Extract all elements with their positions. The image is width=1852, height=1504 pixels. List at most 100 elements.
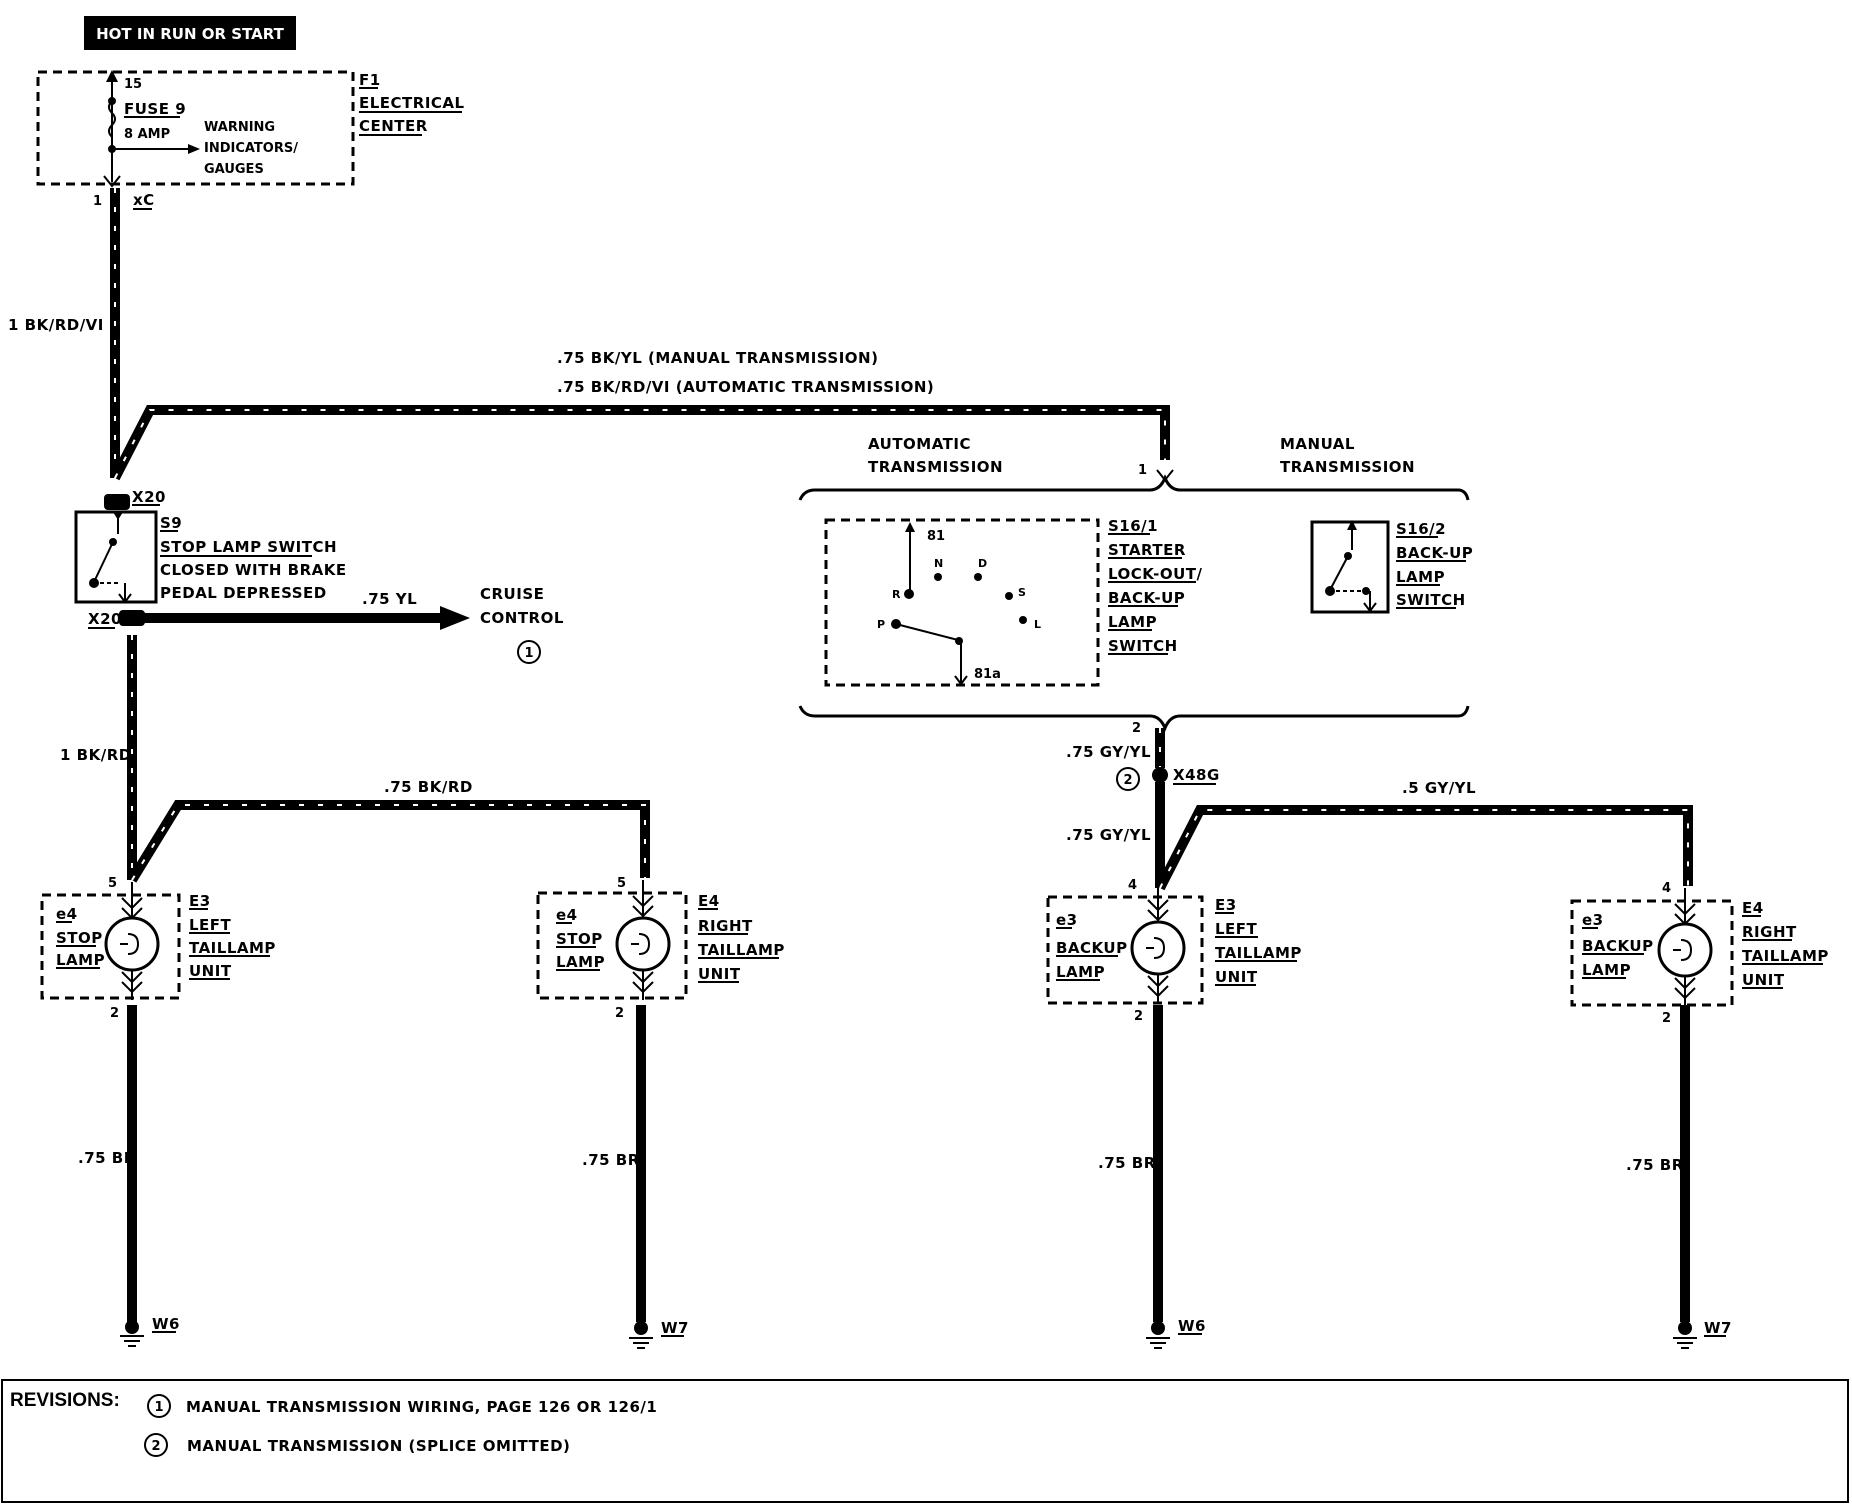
s161-id: S16/1 <box>1108 517 1158 535</box>
position-s: S <box>1018 586 1026 599</box>
s162-id: S16/2 <box>1396 520 1446 538</box>
wire-segments <box>110 188 1693 1322</box>
ground-symbol-4 <box>1673 1321 1697 1349</box>
s161-selector <box>891 522 1027 686</box>
cruise-line2: CONTROL <box>480 609 564 627</box>
lamp-1-bulb-line2: LAMP <box>556 953 605 971</box>
auto-trans-line1: AUTOMATIC <box>868 435 971 453</box>
warning-text-3: GAUGES <box>204 162 264 177</box>
wire-backup-upper-label: .75 GY/YL <box>1066 743 1151 761</box>
s161-line5: SWITCH <box>1108 637 1178 655</box>
connector-x20-bottom-label: X20 <box>88 610 122 628</box>
lamp-1-unit-line1: RIGHT <box>698 917 753 935</box>
revisions-title: REVISIONS: <box>10 1390 120 1411</box>
power-label: HOT IN RUN OR START <box>96 25 285 43</box>
ground-symbol-2 <box>629 1321 653 1349</box>
wire-manual-feed-label: .75 BK/YL (MANUAL TRANSMISSION) <box>557 349 878 367</box>
lamp-2-unit-line1: LEFT <box>1215 920 1258 938</box>
wire-backup-branch-label: .5 GY/YL <box>1402 779 1476 797</box>
revision-1-text: MANUAL TRANSMISSION WIRING, PAGE 126 OR … <box>186 1398 657 1416</box>
fuse-name: FUSE 9 <box>124 100 186 118</box>
lamp-1-pin-out: 2 <box>615 1006 624 1021</box>
connector-x20-top-label: X20 <box>132 488 166 506</box>
lamp-0-bulb-id: e4 <box>56 905 78 923</box>
wire-feed-label: 1 BK/RD/VI <box>8 316 104 334</box>
ground-1-id: W6 <box>152 1315 180 1333</box>
lamp-3-bulb-line1: BACKUP <box>1582 937 1654 955</box>
position-p: P <box>877 618 885 631</box>
s161-line1: STARTER <box>1108 541 1186 559</box>
wire-ground-4-label: .75 BR <box>1626 1156 1684 1174</box>
wire-backup-lower-label: .75 GY/YL <box>1066 826 1151 844</box>
s9-line3: PEDAL DEPRESSED <box>160 584 327 602</box>
manual-trans-line1: MANUAL <box>1280 435 1355 453</box>
s9-line1: STOP LAMP SWITCH <box>160 538 337 556</box>
lamp-1-bulb-id: e4 <box>556 906 578 924</box>
fuse-pin-1: 1 <box>93 194 102 209</box>
wire-ground-3-label: .75 BR <box>1098 1154 1156 1172</box>
ground-symbol-1 <box>120 1320 144 1347</box>
f1-line2: CENTER <box>359 117 428 135</box>
lamp-2-unit-line3: UNIT <box>1215 968 1258 986</box>
lamp-3-unit-line1: RIGHT <box>1742 923 1797 941</box>
s9-id: S9 <box>160 514 182 532</box>
lamp-1-bulb-line1: STOP <box>556 930 603 948</box>
revision-1-number: 1 <box>154 1400 163 1415</box>
trans-pin-in: 1 <box>1138 463 1147 478</box>
lamp-2-bulb-line2: LAMP <box>1056 963 1105 981</box>
s161-terminal-top: 81 <box>927 529 945 544</box>
cruise-line1: CRUISE <box>480 585 544 603</box>
ground-2-id: W7 <box>661 1319 689 1337</box>
position-n: N <box>934 557 943 570</box>
splice-revision-number: 2 <box>1123 773 1132 788</box>
lamp-unit-right-stop <box>536 880 688 1000</box>
lamp-3-pin-out: 2 <box>1662 1011 1671 1026</box>
s162-contacts <box>1325 520 1377 613</box>
lamp-0-bulb-line1: STOP <box>56 929 103 947</box>
lamp-2-unit-line2: TAILLAMP <box>1215 944 1302 962</box>
s161-outline <box>824 518 1100 687</box>
lamp-2-unit-id: E3 <box>1215 896 1237 914</box>
wire-auto-feed-label: .75 BK/RD/VI (AUTOMATIC TRANSMISSION) <box>557 378 934 396</box>
lamp-3-bulb-id: e3 <box>1582 911 1604 929</box>
fuse-block <box>103 70 200 188</box>
lamp-0-unit-line1: LEFT <box>189 916 232 934</box>
lamp-2-pin-in: 4 <box>1128 878 1137 893</box>
lamp-1-unit-line3: UNIT <box>698 965 741 983</box>
f1-id: F1 <box>359 71 381 89</box>
lamp-unit-right-backup <box>1570 888 1734 1007</box>
position-l: L <box>1034 618 1041 631</box>
lamp-3-unit-id: E4 <box>1742 899 1764 917</box>
revision-2-text: MANUAL TRANSMISSION (SPLICE OMITTED) <box>187 1437 570 1455</box>
manual-trans-line2: TRANSMISSION <box>1280 458 1415 476</box>
ground-symbol-3 <box>1146 1321 1170 1349</box>
revision-2-number: 2 <box>151 1439 160 1454</box>
auto-trans-line2: TRANSMISSION <box>868 458 1003 476</box>
s9-line2: CLOSED WITH BRAKE <box>160 561 347 579</box>
wire-ground-2-label: .75 BR <box>582 1151 640 1169</box>
transmission-brackets <box>798 469 1470 732</box>
warning-text-2: INDICATORS/ <box>204 141 298 156</box>
stop-lamp-switch <box>74 510 158 604</box>
lamp-2-bulb-id: e3 <box>1056 911 1078 929</box>
fuse-terminal-15: 15 <box>124 77 142 92</box>
lamp-0-pin-in: 5 <box>108 876 117 891</box>
stop-switch-contacts <box>89 512 132 604</box>
lamp-3-bulb-line2: LAMP <box>1582 961 1631 979</box>
fuse-rating: 8 AMP <box>124 127 170 142</box>
lamp-3-unit-line2: TAILLAMP <box>1742 947 1829 965</box>
splice-revision-marker <box>1116 767 1140 791</box>
s161-line2: LOCK-OUT/ <box>1108 565 1202 583</box>
splice-x48g <box>1152 767 1168 783</box>
power-label-box <box>84 16 296 50</box>
position-d: D <box>978 557 987 570</box>
s161-line3: BACK-UP <box>1108 589 1185 607</box>
warning-text-1: WARNING <box>204 120 275 135</box>
wire-stop-branch-label: .75 BK/RD <box>384 778 473 796</box>
lamp-unit-left-backup <box>1046 884 1204 1005</box>
s161-line4: LAMP <box>1108 613 1157 631</box>
connector-xc: xC <box>133 191 155 209</box>
lamp-0-unit-line2: TAILLAMP <box>189 939 276 957</box>
f1-line1: ELECTRICAL <box>359 94 465 112</box>
